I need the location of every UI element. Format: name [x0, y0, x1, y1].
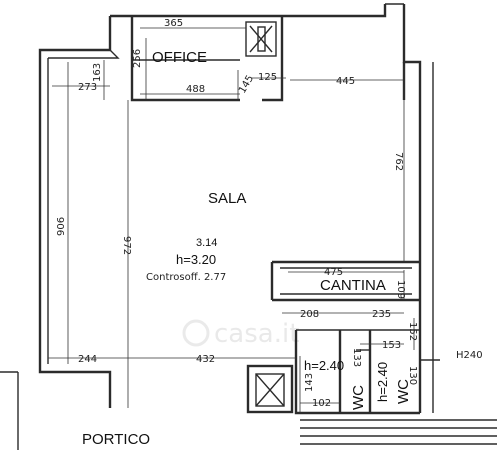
dim-432: 432: [196, 354, 215, 365]
dim-445: 445: [336, 76, 355, 87]
dim-906: 906: [56, 217, 67, 236]
dim-102: 102: [312, 398, 331, 409]
dim-972: 972: [121, 236, 132, 255]
room-label-sala: SALA: [208, 190, 246, 207]
dim-235: 235: [372, 309, 391, 320]
dim-475: 475: [324, 267, 343, 278]
dim-488: 488: [186, 84, 205, 95]
dim-145: 145: [237, 73, 256, 95]
controsoff-label: Controsoff. 2.77: [146, 272, 226, 283]
cantina-walls: [270, 260, 420, 302]
dimension-lines: [48, 27, 415, 413]
room-label-portico: PORTICO: [82, 431, 150, 448]
dim-256: 256: [132, 49, 143, 68]
dim-153: 153: [382, 340, 401, 351]
office-shaft: [245, 21, 277, 57]
lift-shaft: [246, 364, 294, 414]
dim-152: 152: [407, 322, 418, 341]
dim-133: 133: [351, 348, 362, 367]
dim-163: 163: [92, 63, 103, 82]
room-label-office: OFFICE: [152, 49, 207, 66]
outer-walls: [38, 3, 434, 413]
dim-762: 762: [393, 152, 404, 171]
dim-130: 130: [407, 366, 418, 385]
wc-height-1: h=2.40: [304, 358, 344, 373]
watermark: casa.it: [182, 319, 299, 349]
h240-label: H240: [456, 350, 483, 361]
dim-208: 208: [300, 309, 319, 320]
office-walls: [130, 16, 284, 102]
dim-125: 125: [258, 72, 277, 83]
dim-143: 143: [304, 373, 315, 392]
dim-109: 109: [395, 280, 406, 299]
watermark-text: casa.it: [214, 319, 299, 349]
wc-height-2: h=2.40: [375, 362, 390, 402]
room-label-wc-left: WC: [350, 385, 367, 410]
bottom-stairs: [0, 371, 497, 450]
dim-365: 365: [164, 18, 183, 29]
room-label-cantina: CANTINA: [320, 277, 386, 294]
dim-273: 273: [78, 82, 97, 93]
dim-244: 244: [78, 354, 97, 365]
room-label-wc-right: WC: [395, 379, 412, 404]
sala-height: h=3.20: [176, 252, 216, 267]
sala-alt-height: 3.14: [196, 237, 217, 249]
